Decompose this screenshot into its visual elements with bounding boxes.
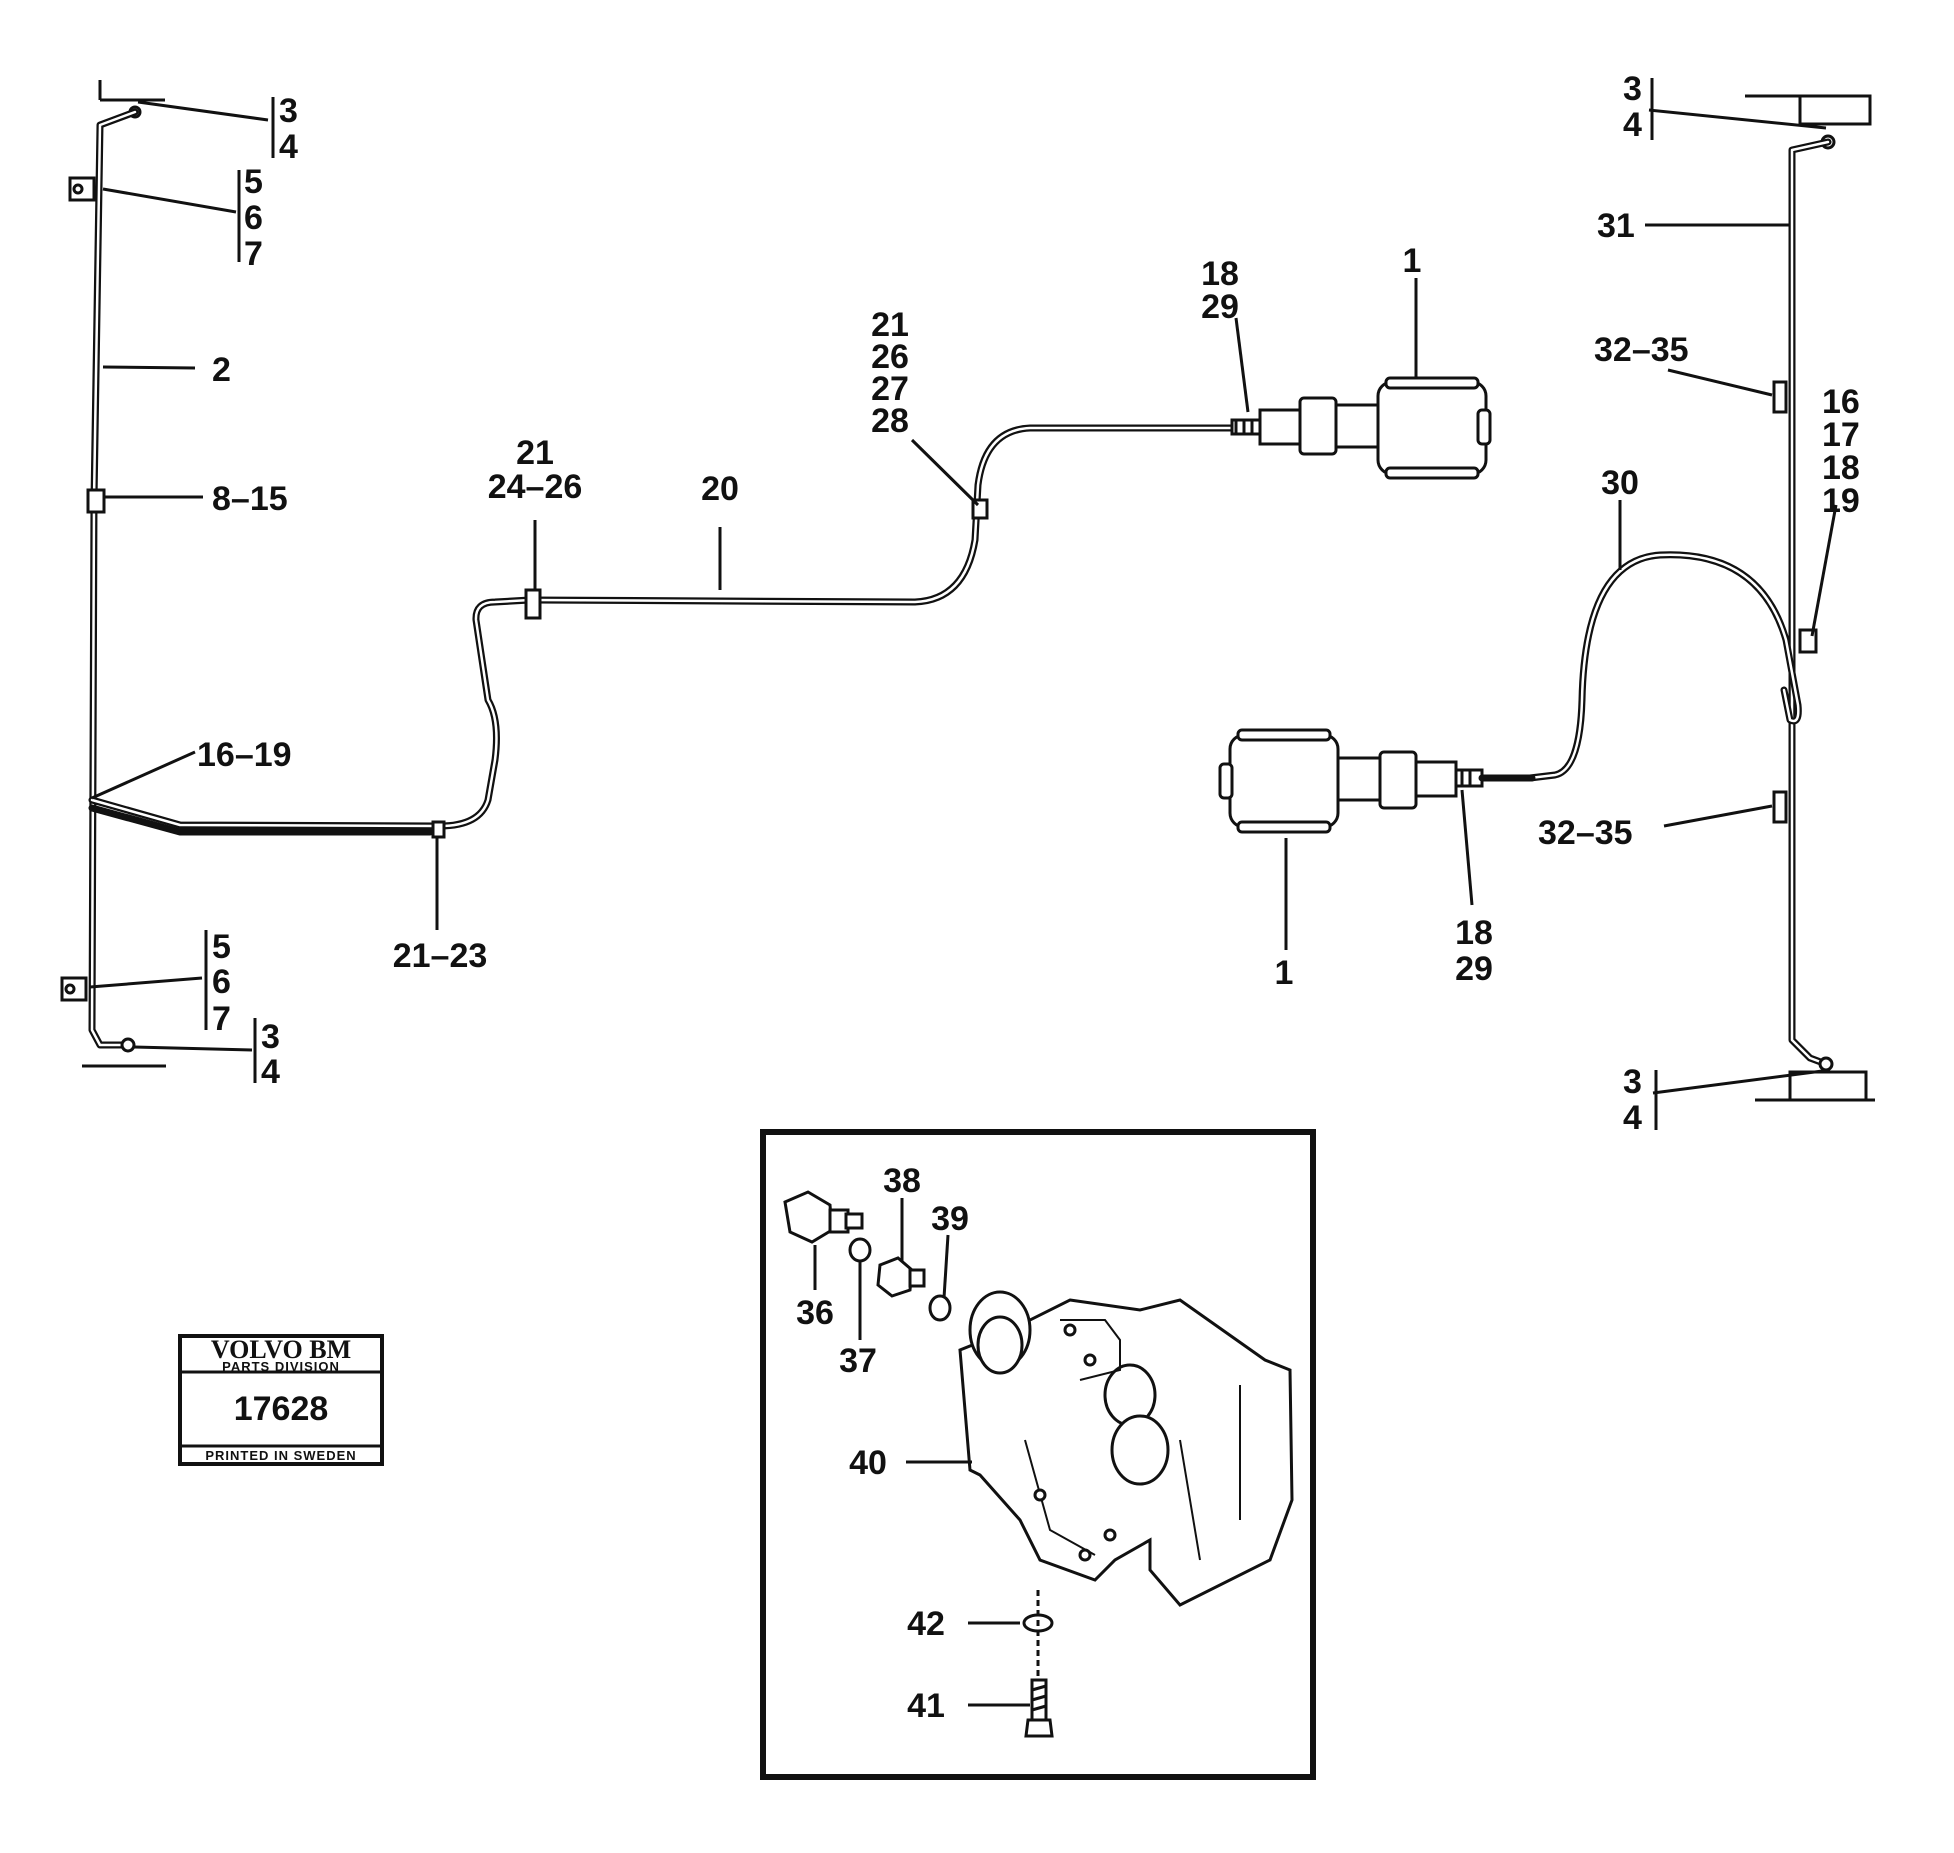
callout-21-23: 21–23	[393, 937, 488, 975]
branch-pipe	[88, 596, 534, 830]
callout-right-top-3: 3	[1623, 70, 1642, 108]
brand-text: VOLVO BM	[211, 1335, 351, 1364]
part-36-sensor	[783, 1190, 864, 1290]
chamber-body	[1376, 380, 1488, 476]
part-38-adapter	[876, 1256, 914, 1298]
callout-right-top-4: 4	[1623, 106, 1642, 144]
callout-left-5: 5	[244, 163, 263, 201]
diagram-number: 17628	[234, 1390, 329, 1428]
callout-29-top: 29	[1201, 288, 1239, 326]
clip-32-35-top	[1772, 380, 1788, 414]
callout-32-35-top: 32–35	[1594, 331, 1689, 369]
callout-18-lower: 18	[1455, 914, 1493, 952]
clamp-21-24-26	[524, 588, 542, 620]
division-text: PARTS DIVISION	[222, 1359, 340, 1374]
callout-right-bottom-3: 3	[1623, 1063, 1642, 1101]
inset-frame	[760, 1129, 1316, 1780]
callout-41: 41	[907, 1687, 945, 1725]
callout-16-19-left: 16–19	[197, 736, 292, 774]
callout-1-lower: 1	[1275, 954, 1294, 992]
part-40-housing	[906, 1290, 1294, 1607]
callout-left-top-3: 3	[279, 92, 298, 130]
callout-18-top: 18	[1201, 255, 1239, 293]
callout-16: 16	[1822, 383, 1860, 421]
callout-left-top-4: 4	[279, 128, 298, 166]
callout-left-bottom-3: 3	[261, 1018, 280, 1056]
callout-18-right: 18	[1822, 449, 1860, 487]
part-39-washer	[928, 1294, 952, 1322]
tee-21-23	[431, 820, 446, 839]
clip-32-35-bottom	[1772, 790, 1788, 824]
callout-28: 28	[871, 402, 909, 440]
callout-39: 39	[931, 1200, 969, 1238]
callout-right-bottom-4: 4	[1623, 1099, 1642, 1137]
callout-31: 31	[1597, 207, 1635, 245]
bottom-mount-block	[1788, 1070, 1868, 1102]
part-37-washer	[848, 1237, 872, 1263]
chamber-body	[1228, 733, 1340, 829]
callout-29-lower: 29	[1455, 950, 1493, 988]
left-pipe-assembly	[60, 80, 534, 1068]
callout-labels: 3 4 5 6 7 2 8–15 16–19 5 6 7 3 4 21–23 2…	[197, 70, 1860, 1725]
callout-20: 20	[701, 470, 739, 508]
callout-19: 19	[1822, 482, 1860, 520]
top-mount-block	[1798, 94, 1872, 126]
brake-chamber-lower	[1218, 728, 1536, 950]
callout-36: 36	[796, 1294, 834, 1332]
callout-left-6: 6	[244, 199, 263, 237]
detail-inset	[760, 1129, 1316, 1780]
callout-left-bottom-6: 6	[212, 963, 231, 1001]
callout-17: 17	[1822, 416, 1860, 454]
right-pipe-assembly	[1526, 94, 1875, 1102]
callout-left-bottom-7: 7	[212, 1000, 231, 1038]
volvo-label-box: VOLVO BM PARTS DIVISION 17628 PRINTED IN…	[178, 1334, 384, 1466]
part-41-bolt	[968, 1678, 1054, 1738]
callout-37: 37	[839, 1342, 877, 1380]
callout-26: 26	[871, 338, 909, 376]
brake-chamber-top	[1230, 278, 1492, 480]
callout-32-35-bottom: 32–35	[1538, 814, 1633, 852]
callout-left-bottom-5: 5	[212, 928, 231, 966]
printed-text: PRINTED IN SWEDEN	[205, 1448, 356, 1463]
callout-21-a: 21	[516, 434, 554, 472]
callout-left-7: 7	[244, 235, 263, 273]
callout-21-b: 21	[871, 306, 909, 344]
callout-left-bottom-4: 4	[261, 1053, 280, 1091]
callout-40: 40	[849, 1444, 887, 1482]
callout-27: 27	[871, 370, 909, 408]
callout-8-15: 8–15	[212, 480, 288, 518]
middle-pipe-20	[524, 424, 1244, 620]
callout-38: 38	[883, 1162, 921, 1200]
callout-1-top: 1	[1403, 242, 1422, 280]
callout-24-26: 24–26	[488, 468, 583, 506]
clamp-8-15	[86, 488, 106, 514]
callout-2: 2	[212, 351, 231, 389]
pipe-31	[1788, 138, 1832, 1068]
callout-42: 42	[907, 1605, 945, 1643]
callout-30: 30	[1601, 464, 1639, 502]
mount-bolt-bottom	[120, 1037, 136, 1053]
